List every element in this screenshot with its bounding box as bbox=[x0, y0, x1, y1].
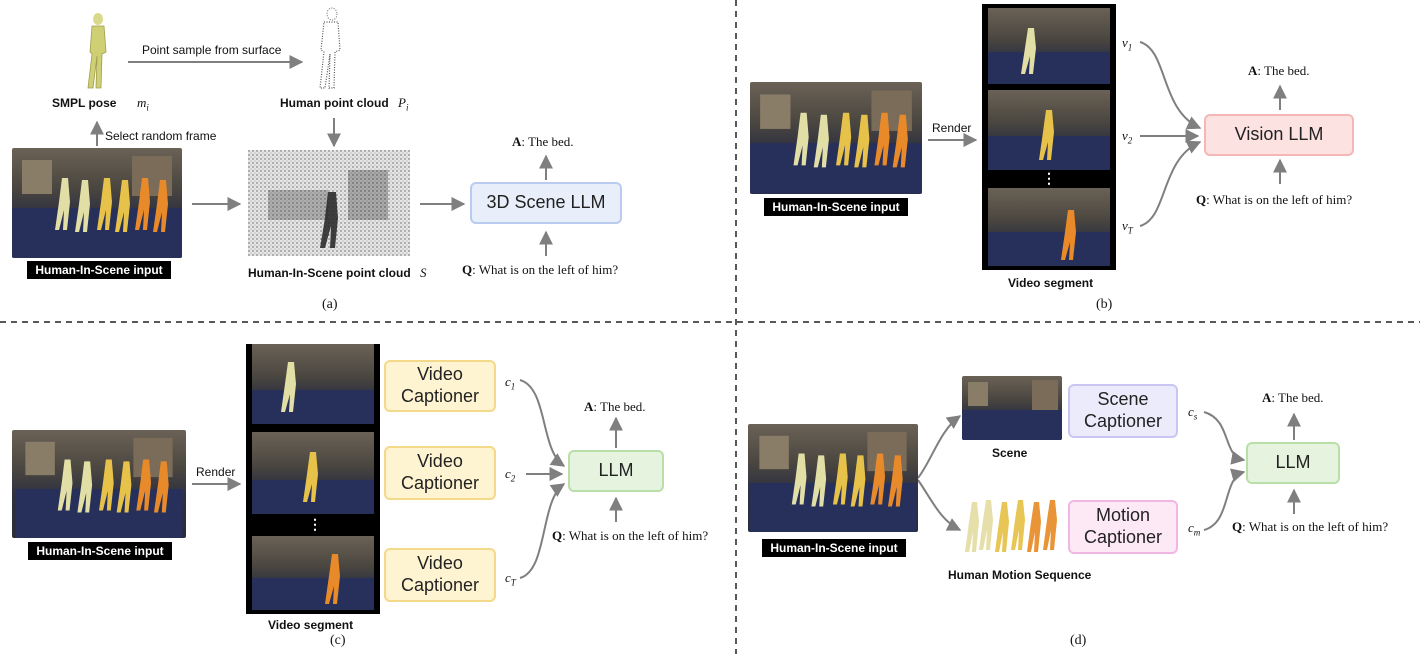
token-cT: cT bbox=[505, 570, 516, 588]
ellipsis-b: ⋮ bbox=[1042, 170, 1056, 186]
video-frame-c2 bbox=[252, 432, 374, 514]
answer-d: A: The bed. bbox=[1262, 390, 1324, 405]
question-b: Q: What is on the left of him? bbox=[1196, 192, 1353, 207]
scene-point-cloud-image bbox=[248, 150, 410, 256]
video-segment-strip-b: ⋮ bbox=[982, 4, 1116, 270]
human-in-scene-image-b bbox=[750, 82, 922, 194]
arrow-c1 bbox=[519, 379, 566, 467]
human-point-cloud-figure bbox=[319, 7, 341, 89]
question-a: Q: What is on the left of him? bbox=[462, 262, 619, 277]
render-label-b: Render bbox=[932, 121, 972, 135]
token-c2: c2 bbox=[505, 466, 516, 484]
video-segment-label-c: Video segment bbox=[268, 618, 354, 632]
smpl-pose-figure bbox=[87, 13, 107, 89]
caption-a: (a) bbox=[322, 297, 338, 312]
scene-point-cloud-symbol: S bbox=[420, 265, 427, 280]
arrow-vT bbox=[1139, 140, 1202, 227]
scene-point-cloud-label: Human-In-Scene point cloud bbox=[248, 266, 411, 280]
input-label-d: Human-In-Scene input bbox=[762, 539, 906, 557]
video-frame-cT bbox=[252, 536, 374, 610]
human-motion-sequence-label: Human Motion Sequence bbox=[948, 568, 1092, 582]
caption-c: (c) bbox=[330, 633, 346, 648]
human-point-cloud-label: Human point cloud bbox=[280, 96, 389, 110]
arrow-input-to-motion bbox=[917, 479, 962, 531]
question-c: Q: What is on the left of him? bbox=[552, 528, 709, 543]
token-cs: cs bbox=[1188, 404, 1198, 422]
input-label-b: Human-In-Scene input bbox=[764, 198, 908, 216]
input-label-a: Human-In-Scene input bbox=[27, 261, 171, 279]
point-sample-label: Point sample from surface bbox=[142, 43, 282, 57]
token-c1: c1 bbox=[505, 374, 516, 392]
caption-b: (b) bbox=[1096, 297, 1113, 312]
human-in-scene-image-c bbox=[12, 430, 186, 538]
3d-scene-llm-module: 3D Scene LLM bbox=[470, 182, 622, 224]
token-cm: cm bbox=[1188, 520, 1201, 538]
caption-d: (d) bbox=[1070, 633, 1087, 648]
video-frame-1 bbox=[988, 8, 1110, 84]
render-label-c: Render bbox=[196, 465, 236, 479]
ellipsis-c: ⋮ bbox=[308, 516, 322, 532]
answer-b: A: The bed. bbox=[1248, 63, 1310, 78]
scene-label: Scene bbox=[992, 446, 1028, 460]
token-vT: vT bbox=[1122, 218, 1133, 236]
answer-a: A: The bed. bbox=[512, 134, 574, 149]
scene-image bbox=[962, 376, 1062, 440]
arrow-cs bbox=[1203, 411, 1246, 465]
video-frame-2 bbox=[988, 90, 1110, 170]
answer-c: A: The bed. bbox=[584, 399, 646, 414]
vision-llm-module: Vision LLM bbox=[1204, 114, 1354, 156]
token-v2: v2 bbox=[1122, 128, 1133, 146]
token-v1: v1 bbox=[1122, 35, 1133, 53]
video-frame-t bbox=[988, 188, 1110, 266]
select-frame-label: Select random frame bbox=[105, 129, 217, 143]
smpl-pose-symbol: mi bbox=[137, 95, 149, 113]
arrow-v1 bbox=[1139, 41, 1202, 130]
human-in-scene-image bbox=[12, 148, 182, 258]
llm-module-c: LLM bbox=[568, 450, 664, 492]
human-in-scene-image-d bbox=[748, 424, 918, 532]
video-frame-c1 bbox=[252, 344, 374, 424]
video-segment-label-b: Video segment bbox=[1008, 276, 1094, 290]
video-segment-strip-c: ⋮ bbox=[246, 344, 380, 614]
arrow-input-to-scene bbox=[917, 415, 962, 479]
llm-module-d: LLM bbox=[1246, 442, 1340, 484]
input-label-c: Human-In-Scene input bbox=[28, 542, 172, 560]
human-motion-sequence-image bbox=[965, 500, 1057, 552]
human-point-cloud-symbol: Pi bbox=[398, 95, 409, 113]
smpl-pose-label: SMPL pose bbox=[52, 96, 117, 110]
question-d: Q: What is on the left of him? bbox=[1232, 519, 1389, 534]
